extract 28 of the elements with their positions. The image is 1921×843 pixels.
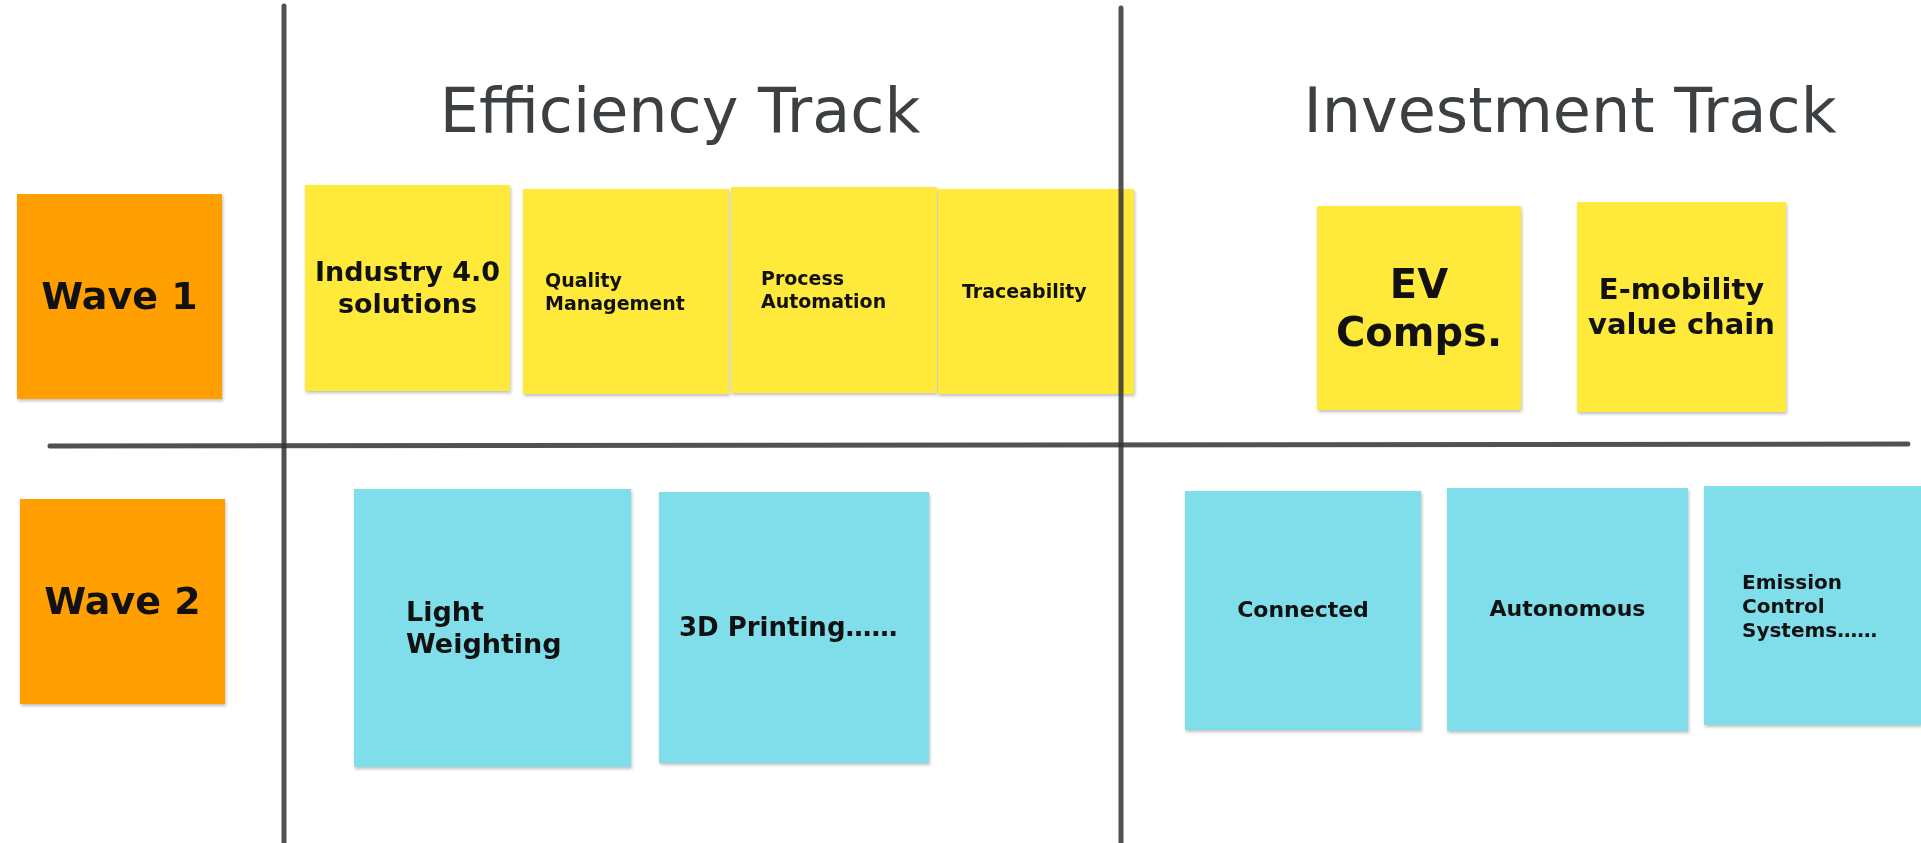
note-text: E-mobility value chain [1587, 272, 1776, 342]
sticky-note [523, 189, 729, 394]
sticky-note [731, 187, 937, 393]
note-text: Connected [1237, 597, 1369, 624]
note-text: Wave 2 [44, 578, 201, 625]
sticky-note [1185, 491, 1421, 730]
row-header-note [17, 194, 222, 399]
note-text: Quality Management [545, 268, 686, 315]
note-text: Emission Control Systems…… [1742, 569, 1879, 642]
note-text: Light Weighting [406, 595, 563, 661]
note-text: Process Automation [761, 267, 888, 313]
sticky-note [354, 489, 631, 767]
sticky-note [1704, 486, 1921, 725]
note-text: Industry 4.0 solutions [315, 255, 500, 321]
sticky-note [1577, 202, 1786, 412]
note-text: 3D Printing…… [679, 611, 898, 644]
note-text: Traceability [962, 280, 1087, 303]
row-header-note [20, 499, 225, 704]
note-text: EV Comps. [1334, 260, 1504, 356]
sticky-note [305, 185, 510, 391]
note-text: Autonomous [1489, 596, 1646, 623]
sticky-note [1447, 488, 1688, 731]
column-heading: Efficiency Track [439, 73, 921, 147]
column-heading: Investment Track [1303, 73, 1837, 147]
note-text: Wave 1 [41, 273, 198, 320]
sticky-note [659, 492, 929, 763]
sticky-note [938, 189, 1134, 394]
sticky-note [1317, 206, 1521, 410]
